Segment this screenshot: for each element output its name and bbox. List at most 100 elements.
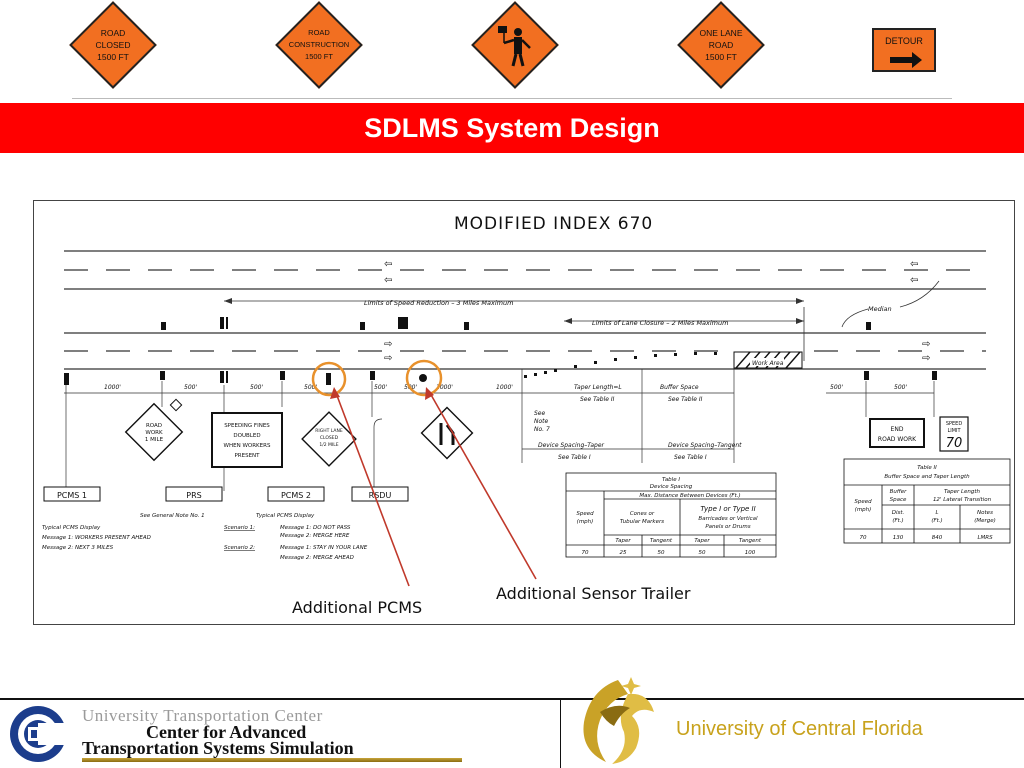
distance-label: 500' [894, 384, 907, 391]
svg-text:70: 70 [860, 535, 867, 541]
see-table-ii-label: See Table II [668, 396, 703, 403]
page-title: SDLMS System Design [364, 113, 660, 143]
svg-text:130: 130 [893, 535, 904, 541]
distance-label: 500' [250, 384, 263, 391]
sign-line: CLOSED [95, 40, 131, 50]
svg-text:1/2 MILE: 1/2 MILE [319, 442, 338, 448]
utc-name: University Transportation Center [82, 706, 323, 725]
pegasus-logo-icon [583, 677, 654, 764]
svg-text:PRESENT: PRESENT [234, 453, 260, 459]
speed-limits-label: Limits of Speed Reduction – 3 Miles Maxi… [364, 299, 513, 307]
road-work-sign: ROAD WORK 1 MILE [124, 402, 184, 462]
svg-text:LIMIT: LIMIT [947, 428, 961, 434]
buffer-space-label: Buffer Space [660, 384, 699, 391]
svg-text:(Ft.): (Ft.) [931, 518, 942, 524]
svg-text:(Ft.): (Ft.) [892, 518, 903, 524]
sensor-highlight-circle [405, 359, 443, 397]
distance-label: 500' [830, 384, 843, 391]
flagger-sign [471, 1, 559, 89]
svg-text:⇦: ⇦ [910, 259, 918, 270]
svg-text:50: 50 [699, 550, 706, 556]
svg-text:SPEED: SPEED [946, 421, 963, 427]
scenario-label: Scenario 1: [224, 525, 255, 531]
svg-text:Tangent: Tangent [650, 538, 673, 544]
svg-text:Speed: Speed [854, 499, 872, 505]
svg-text:Taper Length: Taper Length [944, 489, 981, 495]
svg-text:Tangent: Tangent [739, 538, 762, 544]
rsdu-box: RSDU [351, 486, 409, 502]
svg-text:⇦: ⇦ [910, 275, 918, 286]
see-table-ii-label: See Table II [580, 396, 615, 403]
see-note-label: No. 7 [534, 426, 550, 433]
svg-text:⇨: ⇨ [922, 339, 930, 350]
one-lane-road-sign: ONE LANE ROAD 1500 FT [677, 1, 765, 89]
sign-line: ROAD [100, 28, 126, 38]
footer-vertical-divider [560, 700, 561, 768]
work-area-label: Work Area [752, 360, 784, 367]
svg-text:RIGHT LANE: RIGHT LANE [315, 428, 343, 434]
typical-pcms-display: Typical PCMS Display [42, 525, 101, 531]
svg-text:RSDU: RSDU [369, 491, 392, 500]
see-note-label: Note [534, 418, 549, 425]
svg-text:END: END [891, 426, 904, 433]
svg-text:Cones or: Cones or [630, 511, 655, 517]
detour-sign: DETOUR [872, 28, 936, 72]
header-sign-strip: ROAD CLOSED 1500 FT ROAD CONSTRUCTION 15… [0, 0, 1024, 102]
distance-label: 500' [184, 384, 197, 391]
see-table-i-label: See Table I [558, 454, 591, 461]
pcms-1-box: PCMS 1 [43, 486, 101, 502]
sign-line: 1500 FT [305, 52, 333, 61]
pcms-highlight-circle [311, 361, 347, 397]
arrow-right-icon [890, 52, 922, 68]
typical-pcms-display: Typical PCMS Display [256, 513, 315, 519]
distance-label: 1000' [436, 384, 453, 391]
lane-closure-label: Limits of Lane Closure – 2 Miles Maximum [592, 319, 728, 327]
svg-text:⇦: ⇦ [384, 275, 392, 286]
ucf-name: University of Central Florida [676, 718, 923, 740]
svg-text:WORK: WORK [145, 430, 163, 436]
svg-text:Space: Space [890, 497, 907, 503]
svg-text:ROAD: ROAD [146, 423, 162, 429]
svg-text:SPEEDING FINES: SPEEDING FINES [224, 423, 270, 429]
table-i: Table I Device Spacing Max. Distance Bet… [565, 472, 777, 558]
catss-logo-icon [10, 706, 68, 762]
svg-text:(Merge): (Merge) [974, 518, 996, 524]
svg-text:PCMS 2: PCMS 2 [281, 491, 311, 500]
catss-underline [82, 758, 462, 762]
title-bar: SDLMS System Design [0, 103, 1024, 153]
svg-text:CLOSED: CLOSED [320, 435, 339, 441]
svg-text:Notes: Notes [977, 510, 993, 516]
svg-text:Buffer Space and Taper Length: Buffer Space and Taper Length [884, 474, 970, 480]
svg-text:Device Spacing: Device Spacing [650, 484, 693, 490]
svg-text:L: L [935, 510, 938, 516]
sign-line: ROAD [308, 28, 330, 37]
svg-text:ROAD WORK: ROAD WORK [878, 436, 917, 443]
pcms-2-box: PCMS 2 [267, 486, 325, 502]
svg-text:Barricades or Vertical: Barricades or Vertical [698, 516, 758, 522]
sign-line: 1500 FT [705, 52, 737, 62]
device-spacing-taper-label: Device Spacing–Taper [538, 442, 605, 449]
svg-text:50: 50 [658, 550, 665, 556]
road-construction-sign: ROAD CONSTRUCTION 1500 FT [275, 1, 363, 89]
additional-pcms-label: Additional PCMS [292, 598, 422, 617]
distance-label: 1000' [496, 384, 513, 391]
general-note: See General Note No. 1 [140, 513, 205, 519]
distance-label: 1000' [104, 384, 121, 391]
distance-label: 500' [304, 384, 317, 391]
svg-text:Dist.: Dist. [892, 510, 905, 516]
scenario-message: Message 2: MERGE AHEAD [280, 555, 354, 561]
diagram-heading: MODIFIED INDEX 670 [454, 214, 653, 234]
svg-text:Taper: Taper [615, 538, 631, 544]
svg-text:(mph): (mph) [855, 507, 872, 513]
taper-length-label: Taper Length=L [574, 384, 622, 391]
svg-text:Max. Distance Between Devices: Max. Distance Between Devices (Ft.) [639, 493, 740, 499]
svg-text:⇦: ⇦ [384, 259, 392, 270]
svg-text:Tubular Markers: Tubular Markers [620, 519, 664, 525]
detour-label: DETOUR [885, 36, 923, 46]
footer-divider [0, 698, 1024, 700]
svg-text:WHEN WORKERS: WHEN WORKERS [224, 443, 271, 449]
pcms1-message: Message 2: NEXT 3 MILES [42, 545, 114, 551]
svg-text:70: 70 [582, 550, 589, 556]
svg-text:Panels or Drums: Panels or Drums [705, 524, 750, 530]
svg-text:Table I: Table I [662, 477, 680, 483]
